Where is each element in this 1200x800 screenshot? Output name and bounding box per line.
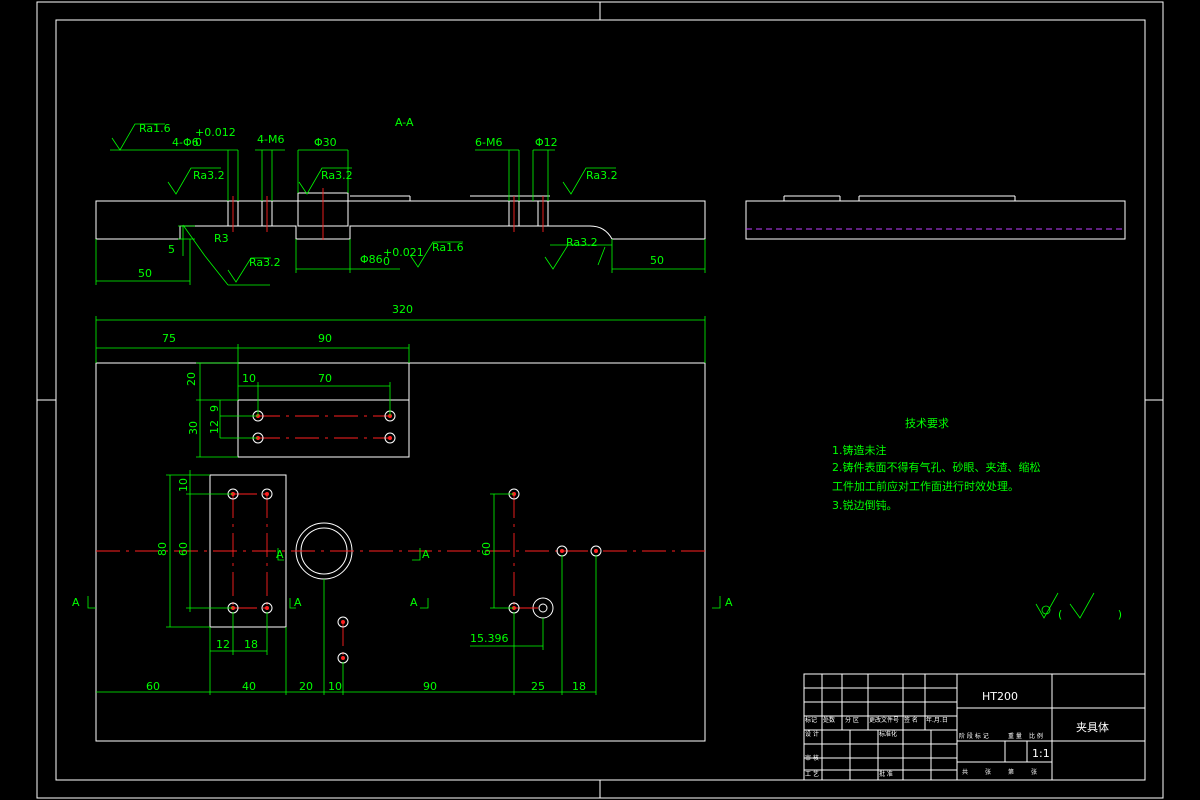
ra-label: Ra1.6 [139,122,171,135]
radius-label: R3 [214,232,229,245]
dim-label: 75 [162,332,176,345]
tb-cell: 标准化 [879,730,897,738]
drawing-name: 夹具体 [1076,720,1109,734]
tb-cell: 标记 [805,716,817,724]
ra-label: Ra3.2 [249,256,281,269]
roughness-paren: ( ) [1058,608,1148,621]
side-view [745,195,1126,240]
ra-label: Ra1.6 [432,241,464,254]
ra-label: Ra3.2 [586,169,618,182]
ra-label: Ra3.2 [193,169,225,182]
plan-dimensions [95,316,706,695]
tolerance-label: +0.012 [195,126,236,139]
scale-value: 1:1 [1032,747,1050,760]
section-title: A-A [395,116,414,129]
dim-label: 4-M6 [257,133,284,146]
notes-title: 技术要求 [905,417,949,430]
dim-label: 15.396 [470,632,509,645]
dim-label: Φ30 [314,136,337,149]
section-mark: A [72,596,80,609]
section-view [95,123,706,286]
general-roughness-symbol [1035,592,1095,619]
tb-cell: 年.月.日 [926,716,948,724]
note-item: 1.铸造未注 [832,443,887,457]
tb-cell: 更改文件号 [869,716,899,724]
material-label: HT200 [982,690,1018,703]
dim-label: 6-M6 [475,136,502,149]
dim-label: Φ12 [535,136,558,149]
dim-label: 30 [187,421,200,435]
dim-label: 90 [318,332,332,345]
tb-cell: 设 计 [805,730,819,738]
tb-cell: 工 艺 [805,770,819,778]
tb-cell: 比 例 [1029,732,1043,740]
tb-cell: 分 区 [845,716,859,724]
dim-label: 20 [299,680,313,693]
ra-label: Ra3.2 [566,236,598,249]
dim-label: 70 [318,372,332,385]
tb-cell: 张 [985,768,991,776]
dim-label: 10 [242,372,256,385]
ra-label: Ra3.2 [321,169,353,182]
tb-cell: 共 [962,768,968,776]
sheet-border [36,1,1164,799]
dim-label: 320 [392,303,413,316]
tb-cell: 签 名 [904,716,918,724]
section-mark: A [725,596,733,609]
dim-label: 60 [480,542,493,556]
dim-label: 80 [156,542,169,556]
dim-label: 60 [146,680,160,693]
dim-label: 18 [572,680,586,693]
dim-label: 40 [242,680,256,693]
dim-label: 12 [208,420,221,434]
section-markers [87,548,721,609]
dim-label: 50 [138,267,152,280]
holes [227,410,602,664]
dim-label: 18 [244,638,258,651]
note-item: 工件加工前应对工作面进行时效处理。 [832,479,1019,493]
tolerance-label: +0.021 [383,246,424,259]
dim-label: Φ86 [360,253,383,266]
tb-cell: 第 [1008,768,1014,776]
dim-label: 4-Φ6 [172,136,199,149]
dim-label: 90 [423,680,437,693]
title-block [803,673,1146,781]
section-mark: A [422,548,430,561]
dim-label: 60 [177,542,190,556]
tolerance-label: 0 [195,136,202,149]
section-mark: A [410,596,418,609]
tolerance-label: 0 [383,255,390,268]
dim-label: 25 [531,680,545,693]
dim-label: 5 [168,243,175,256]
tb-cell: 处数 [823,716,835,724]
note-item: 3.锐边倒钝。 [832,498,898,512]
dim-label: 20 [185,372,198,386]
plan-view [95,362,706,742]
dim-label: 9 [208,405,221,412]
tb-cell: 审 核 [805,754,819,762]
note-item: 2.铸件表面不得有气孔、砂眼、夹渣、缩松 [832,460,1041,474]
dim-label: 12 [216,638,230,651]
dim-label: 50 [650,254,664,267]
section-mark: A [276,548,284,561]
tb-cell: 批 准 [879,770,893,778]
tb-cell: 重 量 [1008,732,1022,740]
dim-label: 10 [177,478,190,492]
section-mark: A [294,596,302,609]
tb-cell: 张 [1031,768,1037,776]
dim-label: 10 [328,680,342,693]
tb-cell: 阶 段 标 记 [959,732,989,740]
